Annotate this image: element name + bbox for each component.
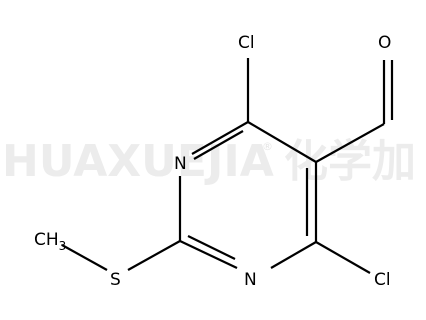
atom-cl-bottom: Cl (374, 270, 391, 290)
bond-n1-c2-inner (187, 235, 236, 260)
bond-n1-c2 (179, 240, 238, 269)
atom-methyl: CH3 (34, 230, 66, 253)
watermark-latin: HUAXUEJIA (2, 136, 274, 187)
bond-s-ch3 (61, 244, 108, 271)
watermark-registered-mark: ® (262, 140, 273, 153)
atom-labels: Cl O N N Cl S CH3 (34, 33, 391, 290)
bond-c2-s (127, 240, 181, 271)
bond-c6-n1 (270, 241, 317, 269)
atom-n1: N (244, 270, 257, 290)
bond-c6-cl (315, 241, 371, 274)
atom-methyl-subscript: 3 (59, 239, 67, 253)
atom-n3: N (174, 154, 187, 174)
bond-c4-n3-inner (193, 130, 244, 160)
bond-c5-cho (315, 123, 385, 163)
bond-c4-n3 (191, 121, 249, 155)
atom-methyl-c: CH (34, 230, 59, 250)
bond-c4-c5 (247, 121, 317, 163)
atom-sulfur: S (110, 270, 121, 290)
bonds (61, 58, 394, 274)
atom-oxygen: O (378, 33, 391, 53)
atom-cl-top: Cl (238, 33, 255, 53)
